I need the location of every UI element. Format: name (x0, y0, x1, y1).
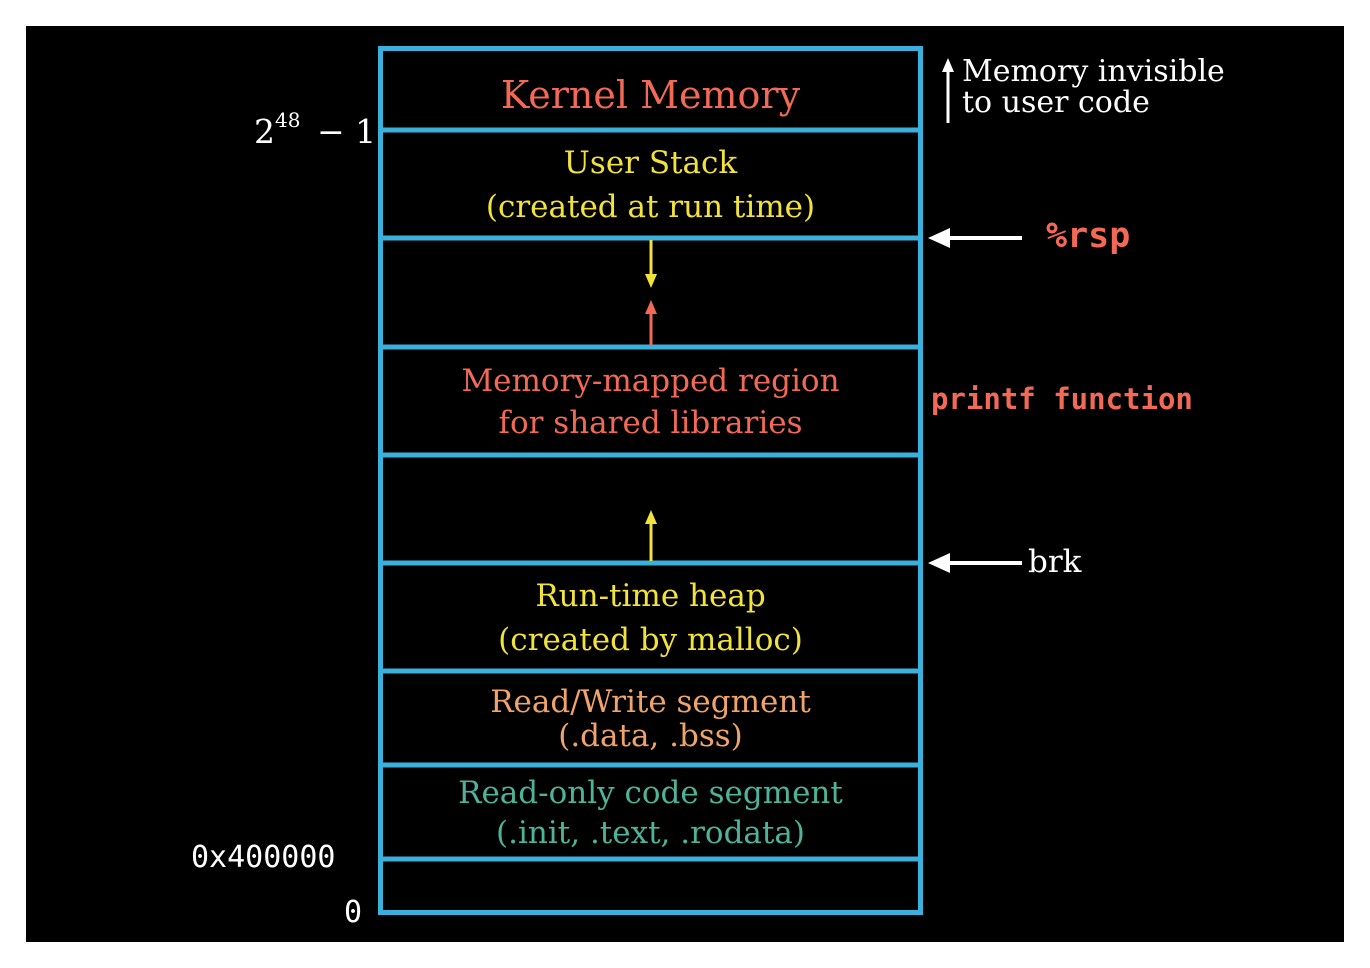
rsp-pointer-arrow-icon (928, 228, 1022, 248)
invisible-memory-line2: to user code (962, 85, 1150, 120)
segment-kernel-memory: Kernel Memory (380, 50, 921, 130)
segment-read-only: Read-only code segment (.init, .text, .r… (380, 767, 921, 859)
segment-memory-mapped: Memory-mapped region for shared librarie… (380, 349, 921, 455)
segment-runtime-heap: Run-time heap (created by malloc) (380, 565, 921, 671)
user-stack-label: User Stack (563, 145, 738, 181)
heap-label: Run-time heap (535, 578, 766, 614)
rw-label: Read/Write segment (490, 684, 811, 720)
kernel-memory-label: Kernel Memory (500, 73, 801, 117)
address-zero: 0 (344, 895, 363, 930)
heap-growth-arrow-icon (645, 510, 657, 561)
invisible-memory-note: Memory invisible to user code (962, 56, 1225, 118)
rsp-register-label: %rsp (1046, 216, 1131, 256)
diagram-canvas: Kernel Memory User Stack (created at run… (26, 26, 1344, 942)
brk-label: brk (1028, 544, 1082, 580)
invisible-memory-arrow-icon (942, 58, 954, 123)
memory-column-border (378, 46, 923, 915)
address-0x400000: 0x400000 (191, 840, 336, 875)
mmap-growth-arrow-icon (645, 300, 657, 345)
ro-sublabel: (.init, .text, .rodata) (496, 815, 805, 851)
mmap-sublabel: for shared libraries (498, 405, 803, 441)
printf-function-label: printf function (931, 382, 1193, 416)
user-stack-sublabel: (created at run time) (485, 189, 816, 225)
memory-layout-frame (378, 46, 1022, 915)
invisible-memory-line1: Memory invisible (962, 54, 1225, 89)
top-address-label: 248 − 1 (254, 108, 377, 151)
top-address-exponent: 48 (275, 108, 301, 132)
heap-sublabel: (created by malloc) (498, 622, 803, 658)
mmap-label: Memory-mapped region (461, 363, 840, 399)
brk-pointer-arrow-icon (928, 553, 1022, 573)
rw-sublabel: (.data, .bss) (558, 718, 743, 754)
segment-user-stack: User Stack (created at run time) (380, 132, 921, 238)
segment-read-write: Read/Write segment (.data, .bss) (380, 673, 921, 765)
stack-growth-arrow-icon (645, 240, 657, 288)
ro-label: Read-only code segment (458, 775, 843, 811)
